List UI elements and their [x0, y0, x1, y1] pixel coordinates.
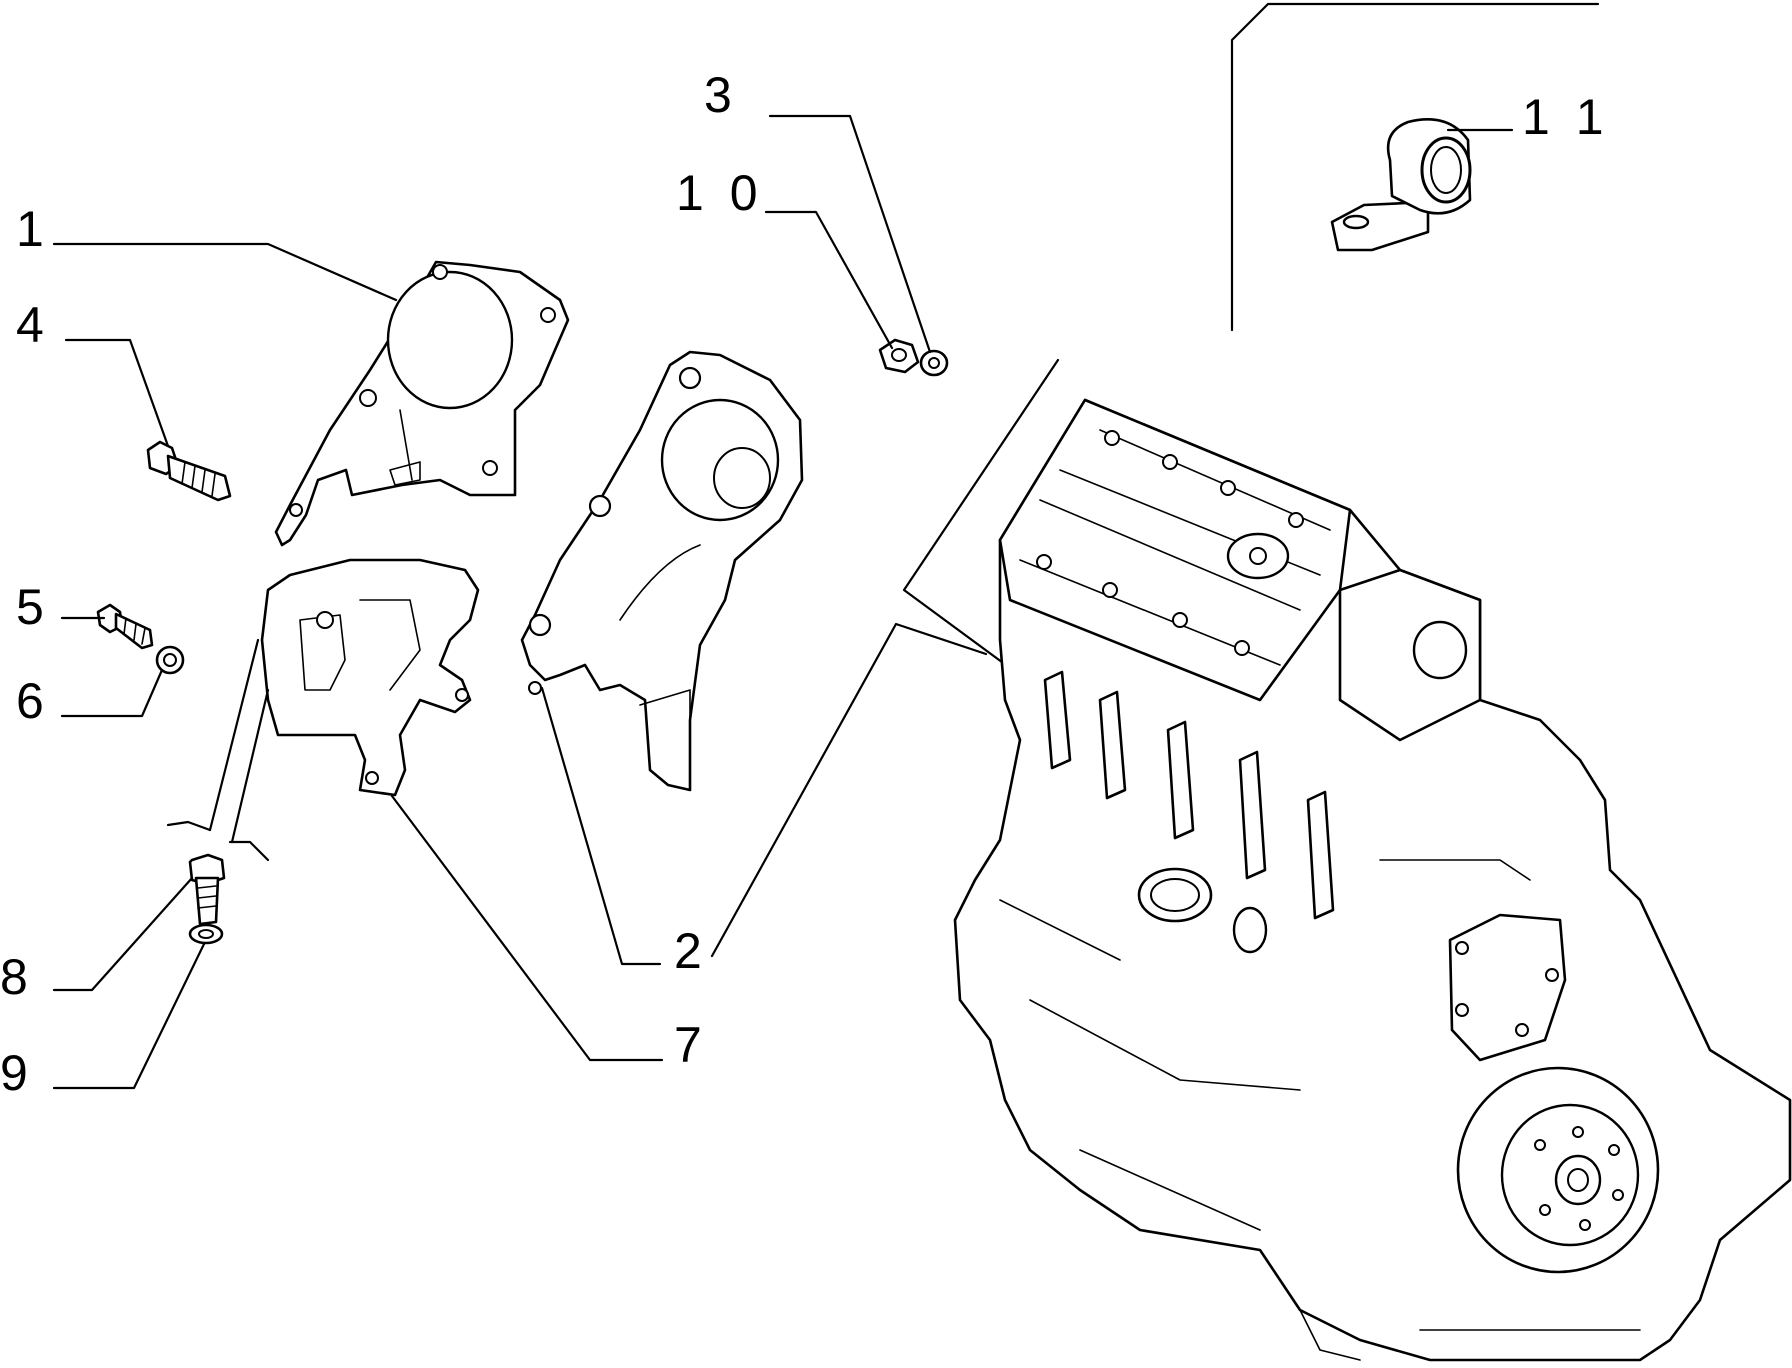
- nut-10: [878, 338, 920, 374]
- leader-7: [390, 794, 664, 1062]
- callout-label-9: 9: [0, 1045, 34, 1101]
- leader-6: [60, 668, 164, 718]
- callout-labels: 1 4 5 6 8 9 3 1 0 1 1 2 7: [0, 67, 1610, 1101]
- callout-label-6: 6: [16, 673, 50, 729]
- callout-label-7: 7: [674, 1017, 708, 1073]
- hose-clamp-11: [1330, 118, 1472, 252]
- callout-label-4: 4: [16, 297, 50, 353]
- leader-3: [768, 114, 932, 354]
- leader-8: [52, 876, 194, 992]
- leader-2: [540, 686, 662, 966]
- callout-label-1: 1: [16, 201, 50, 257]
- broken-edge-marks: [166, 638, 270, 862]
- front-timing-cover-2: [520, 350, 804, 792]
- washer-6: [155, 645, 185, 675]
- callout-label-10: 1 0: [676, 165, 764, 221]
- washer-9: [188, 923, 224, 945]
- bolt-5: [96, 603, 154, 650]
- callout-label-8: 8: [0, 949, 34, 1005]
- washer-3: [919, 349, 949, 377]
- callout-label-5: 5: [16, 579, 50, 635]
- bolt-8: [188, 853, 226, 926]
- leader-9: [52, 942, 206, 1090]
- leader-2b: [710, 622, 988, 958]
- callout-label-11: 1 1: [1522, 89, 1610, 145]
- bolt-4: [146, 440, 232, 502]
- leader-lines: [52, 114, 1514, 1090]
- detail-inset-frame: [1230, 2, 1600, 332]
- rear-timing-cover-upper-1: [274, 260, 570, 547]
- leader-1: [52, 242, 398, 302]
- engine-block: [902, 358, 1792, 1362]
- callout-label-2: 2: [674, 923, 708, 979]
- rear-timing-cover-lower-7: [260, 558, 480, 797]
- callout-label-3: 3: [704, 67, 738, 123]
- leader-4: [64, 338, 170, 448]
- leader-10: [764, 210, 894, 350]
